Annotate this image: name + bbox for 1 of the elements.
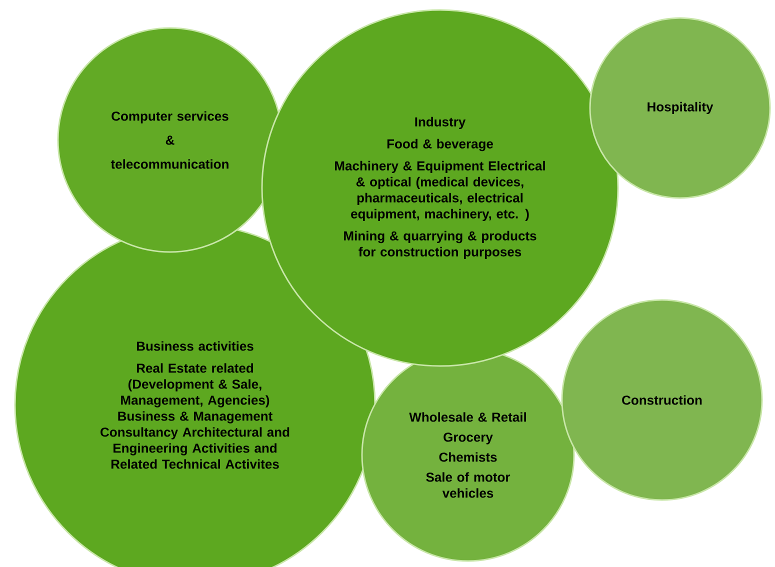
- node-label: Business activities: [136, 341, 254, 351]
